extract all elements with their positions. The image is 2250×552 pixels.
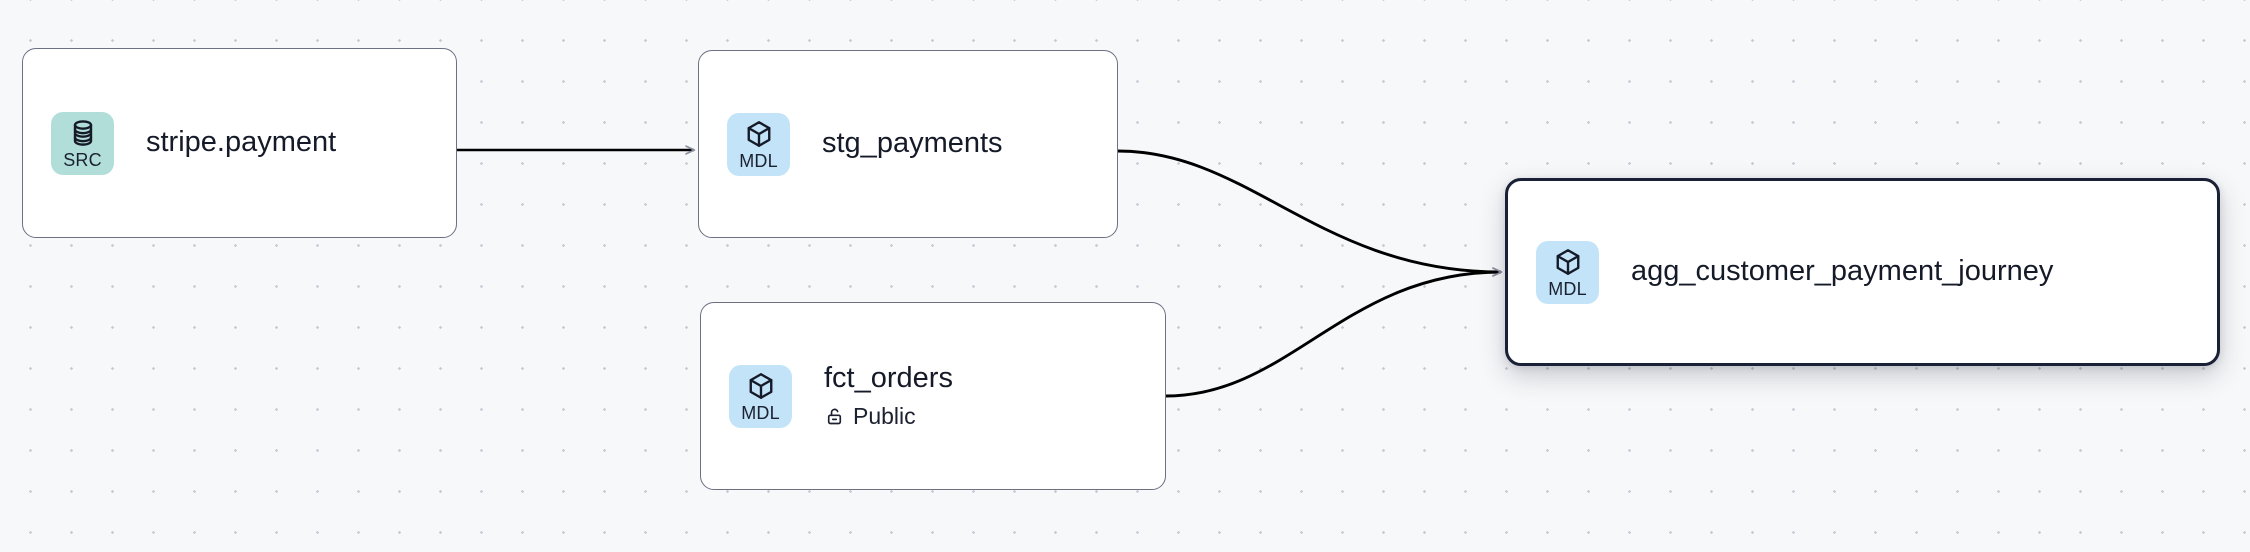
unlock-icon [827, 408, 842, 425]
node-fct-orders[interactable]: MDL fct_orders Public [700, 302, 1166, 490]
node-badge-model: MDL [729, 364, 792, 428]
node-body: agg_customer_payment_journey [1631, 255, 2053, 288]
node-title: agg_customer_payment_journey [1631, 255, 2054, 288]
node-badge-label: MDL [739, 150, 778, 171]
node-badge-label: MDL [1548, 278, 1587, 299]
node-title: stg_payments [822, 127, 1003, 160]
node-badge-source: SRC [51, 111, 114, 175]
cube-icon [1556, 248, 1579, 275]
node-title: fct_orders [824, 362, 953, 395]
node-body: stg_payments [822, 127, 1003, 160]
node-badge-label: SRC [63, 149, 102, 170]
edge-fct-orders-to-agg [1165, 267, 1503, 398]
cube-icon [749, 372, 772, 399]
node-visibility: Public [824, 403, 953, 430]
node-badge-model: MDL [1536, 240, 1599, 304]
cube-icon [747, 120, 770, 147]
node-title: stripe.payment [146, 126, 337, 159]
node-body: fct_orders Public [824, 362, 953, 429]
node-badge-model: MDL [727, 112, 790, 176]
node-stg-payments[interactable]: MDL stg_payments [698, 50, 1118, 238]
node-agg-customer-payment-journey[interactable]: MDL agg_customer_payment_journey [1505, 178, 2220, 366]
node-body: stripe.payment [146, 126, 336, 159]
node-badge-label: MDL [741, 402, 780, 423]
node-visibility-label: Public [853, 402, 916, 429]
database-icon [73, 119, 92, 146]
node-stripe-payment[interactable]: SRC stripe.payment [22, 48, 457, 238]
edge-stg-payments-to-agg [1117, 149, 1503, 277]
